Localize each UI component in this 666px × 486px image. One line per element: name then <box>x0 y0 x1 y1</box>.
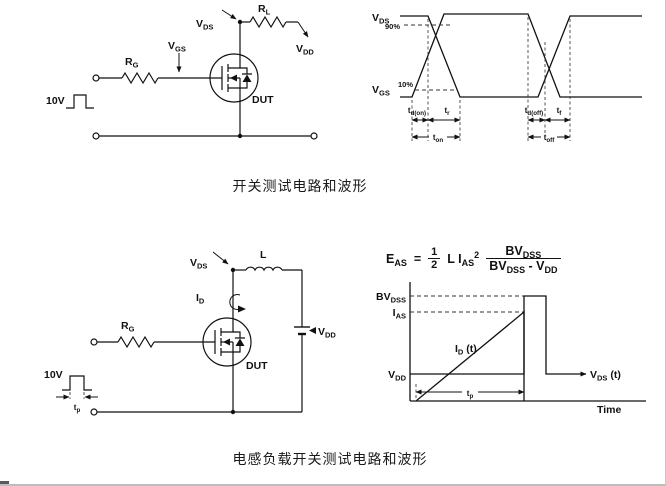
caption-switching-test: 开关测试电路和波形 <box>232 178 368 194</box>
toff-label: toff <box>544 133 556 144</box>
dut-label: DUT <box>252 94 274 106</box>
resistor-rg2 <box>117 335 155 349</box>
time-label: Time <box>597 404 621 416</box>
vgs-trace <box>400 13 642 98</box>
inductor-label: L <box>260 249 267 261</box>
tp-pulse-label: tp <box>74 403 81 414</box>
ninety-percent-label: 90% <box>385 22 400 31</box>
pulse2-source-label: 10V <box>44 369 63 381</box>
input-terminal-top <box>92 74 100 82</box>
id-t-label: ID (t) <box>455 343 477 357</box>
td-on-label: td(on) <box>408 106 426 117</box>
id-trace <box>415 310 525 402</box>
resistor-rl <box>249 15 287 29</box>
pulse-source-label: 10V <box>46 95 65 107</box>
td-off-label: td(off) <box>525 106 543 117</box>
dut2-label: DUT <box>246 360 268 372</box>
wave-vds-label: VDS <box>372 12 389 26</box>
return-terminal <box>90 408 98 416</box>
vds-trace <box>400 15 642 98</box>
resistor-rg <box>121 71 159 85</box>
vds-avalanche-trace <box>410 295 587 377</box>
caption-inductive-test: 电感负载开关测试电路和波形 <box>232 451 428 467</box>
input-terminal-bottom <box>92 132 100 140</box>
pulse-symbol <box>66 94 94 109</box>
id-current-loop <box>229 294 241 310</box>
mosfet-dut-2 <box>202 317 252 367</box>
inductor <box>245 266 283 272</box>
body-diode-2 <box>233 331 245 353</box>
body-diode <box>240 67 252 89</box>
output-terminal <box>310 132 318 140</box>
switching-test-circuit: RG VGS 10V DUT RL VDS <box>46 3 318 140</box>
vdd-arrow <box>297 21 309 38</box>
pulse2-symbol <box>62 375 92 391</box>
rg2-label: RG <box>121 320 135 334</box>
tr-label: tr <box>444 106 450 117</box>
id-label: ID <box>196 292 205 306</box>
avalanche-energy-equation: EAS = 1 2 L IAS2 BVDSS BVDSS - VDD <box>386 244 561 275</box>
switching-waveforms: VDS VGS 90% 10% td(on) tr td(off) tf ton… <box>372 12 642 144</box>
vds2-probe-arrow <box>212 251 229 265</box>
mosfet-dut <box>209 53 259 103</box>
ton-label: ton <box>433 133 443 144</box>
vdd-label: VDD <box>296 43 314 57</box>
eq-equals: = <box>413 251 422 266</box>
eq-eas: EAS <box>386 251 407 268</box>
vds-t-label: VDS (t) <box>590 369 621 383</box>
eq-li-squared: L IAS2 <box>447 249 480 268</box>
vgs-label: VGS <box>168 40 186 54</box>
rg-label: RG <box>125 56 139 70</box>
eq-one-half: 1 2 <box>428 246 441 272</box>
vdd-level-label: VDD <box>388 369 406 383</box>
tp-graph-label: tp <box>467 389 474 400</box>
mosfet2-arrow <box>223 338 230 346</box>
mosfet-arrow <box>230 74 237 82</box>
vds-probe-arrow <box>221 9 237 20</box>
page-corner-mark <box>0 481 9 484</box>
rl-label: RL <box>258 3 271 17</box>
vds2-probe-label: VDS <box>190 257 207 271</box>
gate-terminal <box>90 338 98 346</box>
ten-percent-label: 10% <box>398 80 413 89</box>
avalanche-waveform-graph: BVDSS IAS VDD ID (t) VDS (t) tp Time <box>376 282 646 416</box>
inductive-load-test-circuit: RG 10V tp DUT L <box>44 249 336 416</box>
tf-label: tf <box>557 106 563 117</box>
wave-vgs-label: VGS <box>372 84 390 98</box>
bvdss-label: BVDSS <box>376 291 406 305</box>
vdd2-label: VDD <box>318 326 336 340</box>
eq-bvdss-fraction: BVDSS BVDSS - VDD <box>486 244 561 275</box>
vdd-supply: VDD <box>294 326 336 412</box>
vds-probe-label: VDS <box>196 18 213 32</box>
ias-label: IAS <box>393 307 406 321</box>
